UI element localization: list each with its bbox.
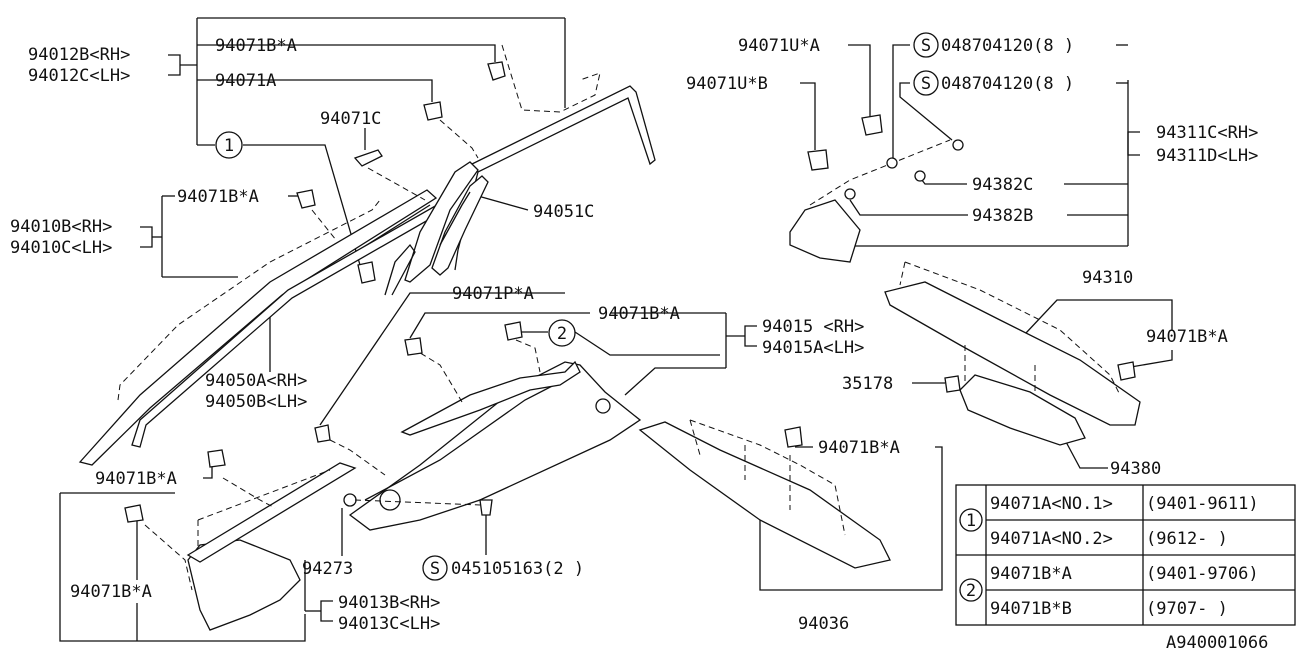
part-labels: 94012B<RH> 94012C<LH> 94071B*A 94071A 94… [10, 36, 1268, 653]
legend-table: 1 2 94071A<NO.1> (9401-9611) 94071A<NO.2… [955, 484, 1296, 626]
label-94010c: 94010C<LH> [10, 238, 112, 258]
label-94071u-a: 94071U*A [738, 36, 820, 56]
table-part: 94071A<NO.1> [990, 494, 1113, 514]
screw-symbol-1: S [921, 36, 931, 56]
screw-048704120-2 [952, 139, 964, 151]
clip-35178 [944, 375, 961, 393]
label-94310: 94310 [1082, 268, 1133, 288]
label-94071a: 94071A [215, 71, 276, 91]
label-94071c: 94071C [320, 109, 381, 129]
clip-94071-pillar [357, 261, 376, 284]
clip-94071b-lower [207, 449, 226, 468]
clip-94071b-mid2 [504, 321, 523, 341]
clip-94071u-a [861, 114, 883, 136]
screw-symbol-2: S [921, 74, 931, 94]
callout-1: 1 [224, 136, 234, 156]
callout-2: 2 [557, 324, 567, 344]
label-94382c: 94382C [972, 175, 1033, 195]
label-94071b-left: 94071B*A [177, 187, 259, 207]
label-94010b: 94010B<RH> [10, 217, 112, 237]
bracket-94382c [914, 170, 926, 182]
sill-strip-94013 [186, 462, 357, 563]
bracket-94382b [844, 188, 856, 200]
label-94071p: 94071P*A [452, 284, 534, 304]
label-94071b-94036: 94071B*A [818, 438, 900, 458]
label-045105163: 045105163(2 ) [451, 559, 584, 579]
leader-lines [59, 17, 1173, 642]
upper-pillar-94015 [400, 360, 581, 436]
table-marker-2: 2 [966, 581, 976, 601]
label-94311c: 94311C<RH> [1156, 123, 1258, 143]
clip-94071b-left [296, 189, 316, 209]
label-94013b: 94013B<RH> [338, 593, 440, 613]
label-94071b-lower: 94071B*A [95, 469, 177, 489]
table-part: 94071B*B [990, 599, 1072, 619]
label-94071b-top: 94071B*A [215, 36, 297, 56]
clip-94071b-mid1 [404, 337, 423, 356]
pillar-trim-94050 [78, 189, 438, 466]
callouts: 1 2 S S S [215, 32, 939, 581]
clip-94071b-right [1117, 361, 1136, 381]
label-94012b: 94012B<RH> [28, 45, 130, 65]
part-shapes [78, 44, 1141, 631]
label-94013c: 94013C<LH> [338, 614, 440, 634]
label-94071u-b: 94071U*B [686, 74, 768, 94]
label-94050b: 94050B<LH> [205, 392, 307, 412]
label-94051c: 94051C [533, 202, 594, 222]
table-range: (9401-9611) [1146, 494, 1259, 514]
clip-94071c [353, 149, 383, 167]
handle-94311 [789, 199, 861, 263]
label-94311d: 94311D<LH> [1156, 146, 1258, 166]
screw-045105163 [479, 499, 493, 516]
label-94071b-mid: 94071B*A [598, 304, 680, 324]
clip-94071p [314, 424, 331, 443]
table-part: 94071A<NO.2> [990, 529, 1113, 549]
roof-rail-94012 [468, 85, 656, 173]
label-048704120-1: 048704120(8 ) [941, 36, 1074, 56]
clip-94071b-94036 [784, 426, 803, 448]
label-94071b-right: 94071B*A [1146, 327, 1228, 347]
label-048704120-2: 048704120(8 ) [941, 74, 1074, 94]
sill-lower-94380 [959, 374, 1086, 446]
label-94015: 94015 <RH> [762, 317, 864, 337]
clip-94071b-top [487, 61, 506, 81]
screw-048704120-1 [886, 157, 898, 169]
sill-94310 [884, 281, 1141, 426]
table-range: (9612- ) [1146, 529, 1228, 549]
clip-94071b-bottom [124, 504, 144, 523]
label-94380: 94380 [1110, 459, 1161, 479]
label-94036: 94036 [798, 614, 849, 634]
label-35178: 35178 [842, 374, 893, 394]
table-marker-1: 1 [966, 511, 976, 531]
label-94050a: 94050A<RH> [205, 371, 307, 391]
trim-94036 [638, 421, 891, 569]
clip-94071u-b [807, 149, 829, 171]
clip-94273 [343, 493, 357, 507]
clip-94071a [423, 101, 443, 121]
label-94382b: 94382B [972, 206, 1033, 226]
label-94273: 94273 [302, 559, 353, 579]
pillar-insert-94051 [404, 161, 479, 283]
table-range: (9401-9706) [1146, 564, 1259, 584]
label-94071b-bottom: 94071B*A [70, 582, 152, 602]
drawing-number: A940001066 [1166, 633, 1268, 653]
screw-symbol-3: S [430, 559, 440, 579]
label-94012c: 94012C<LH> [28, 66, 130, 86]
label-94015a: 94015A<LH> [762, 338, 864, 358]
table-range: (9707- ) [1146, 599, 1228, 619]
table-part: 94071B*A [990, 564, 1072, 584]
